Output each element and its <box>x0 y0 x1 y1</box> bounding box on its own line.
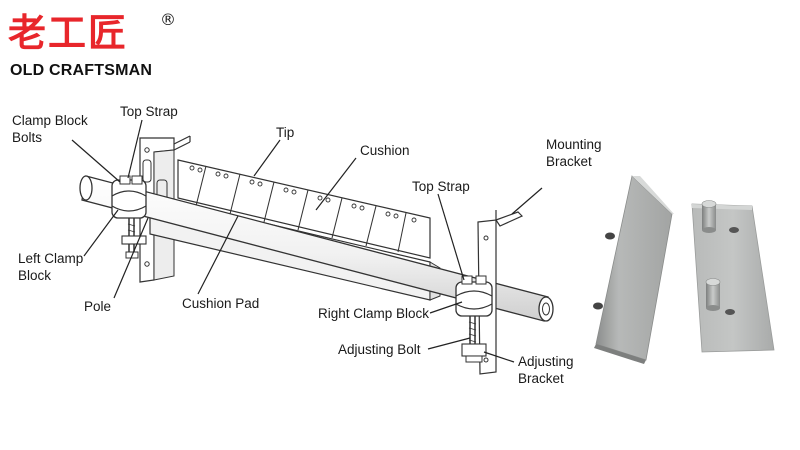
left-clamp-block <box>111 175 147 259</box>
mounting-plate-photo-flat <box>691 200 775 353</box>
blade-strip <box>177 159 431 259</box>
label-adjusting-bracket: Adjusting Bracket <box>518 354 574 386</box>
registered-mark: ® <box>160 10 176 29</box>
label-right-clamp-block: Right Clamp Block <box>318 306 430 321</box>
brand-name-en: OLD CRAFTSMAN <box>10 62 153 79</box>
label-cushion: Cushion <box>360 143 410 158</box>
mounting-plate-photo-angled <box>593 175 674 364</box>
label-pole: Pole <box>84 299 112 314</box>
label-left-clamp-block: Left Clamp Block <box>18 251 84 283</box>
right-clamp-block <box>455 275 493 363</box>
label-clamp-block-bolts: Clamp Block Bolts <box>12 113 88 145</box>
left-mounting-bracket <box>139 135 191 283</box>
brand-logo-cn: 老工匠 <box>8 11 129 55</box>
label-top-strap-left: Top Strap <box>120 104 178 119</box>
label-top-strap-right: Top Strap <box>412 179 470 194</box>
leader-lines <box>71 119 543 363</box>
label-mounting-bracket: Mounting Bracket <box>546 137 602 169</box>
label-tip: Tip <box>276 125 295 140</box>
label-adjusting-bolt: Adjusting Bolt <box>338 342 421 357</box>
label-cushion-pad: Cushion Pad <box>182 296 260 311</box>
pole <box>79 175 554 322</box>
